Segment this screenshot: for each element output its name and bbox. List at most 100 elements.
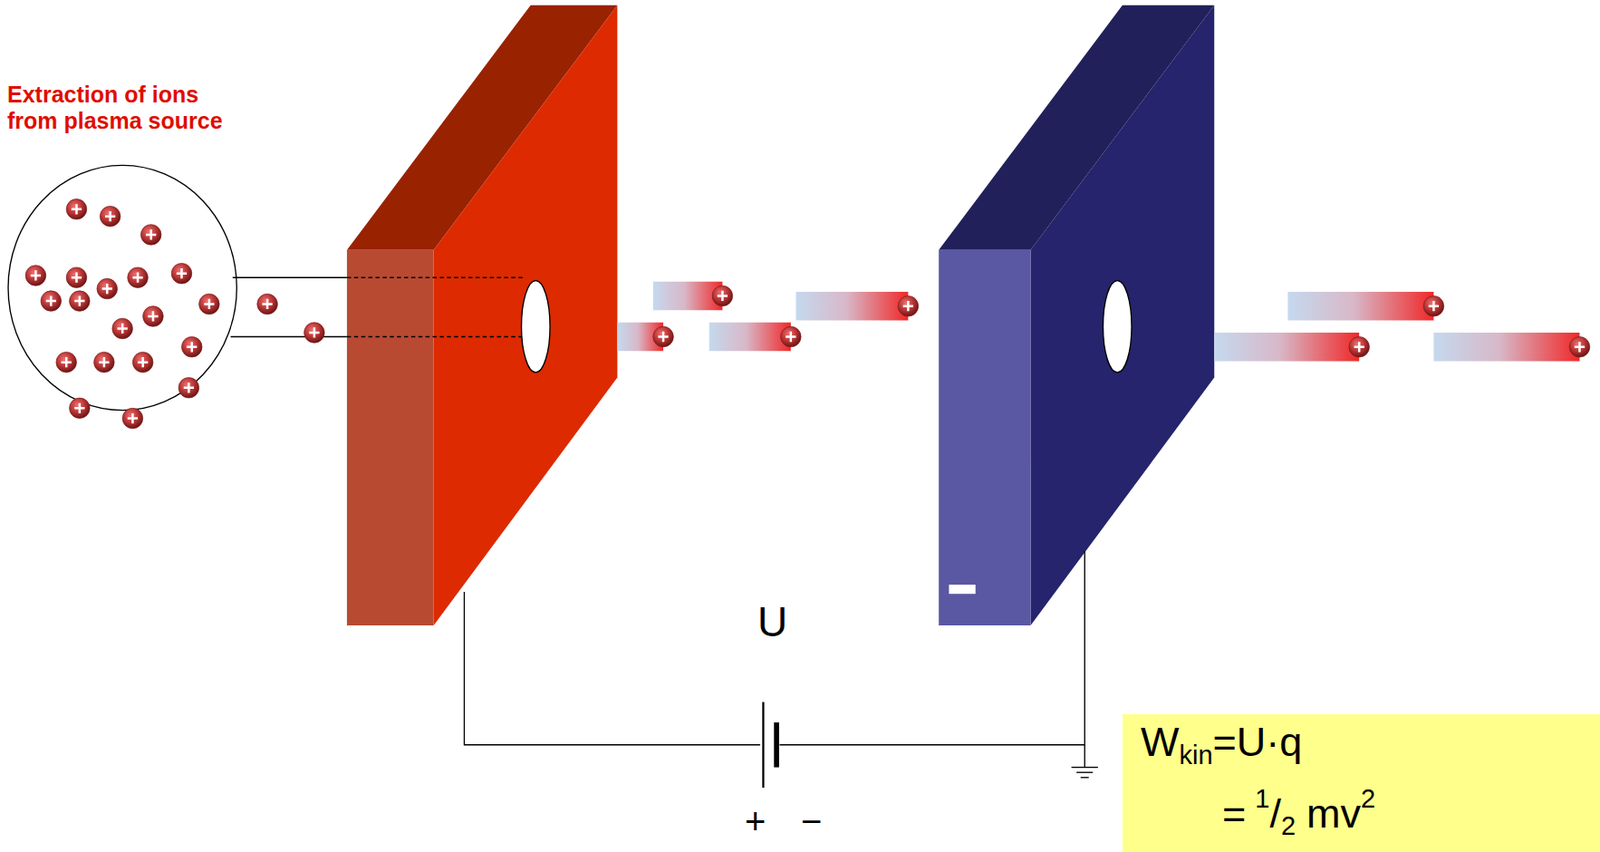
ion-charge-mark — [74, 403, 85, 414]
anode-plate-front — [433, 5, 618, 626]
ion-charge-mark — [1428, 300, 1439, 311]
ion-charge-mark — [261, 298, 272, 309]
ion-charge-mark — [71, 272, 82, 283]
formula-term: =U·q — [1213, 718, 1303, 765]
ion-sphere — [1569, 336, 1591, 357]
ion-charge-mark — [105, 211, 116, 222]
ion — [143, 306, 164, 328]
ion-charge-mark — [71, 203, 82, 214]
ion-trail — [1433, 332, 1580, 362]
battery-positive-plate — [761, 702, 764, 789]
ion — [653, 326, 675, 347]
ion — [712, 285, 733, 307]
formula-term: = — [1222, 790, 1246, 837]
hidden-channel-line — [346, 336, 524, 338]
polarity-sign: + — [744, 802, 766, 839]
ion-sphere — [94, 351, 116, 373]
battery-negative-plate — [773, 722, 780, 768]
ion — [112, 318, 134, 339]
ion — [66, 267, 87, 289]
voltage-symbol: U — [757, 597, 788, 646]
formula-index: 1 — [1254, 783, 1270, 813]
formula-index: 2 — [1281, 810, 1296, 840]
ion — [122, 407, 144, 429]
ion-trail — [709, 322, 791, 352]
ion-sphere — [66, 199, 87, 221]
cathode-plate-front — [1031, 5, 1215, 626]
ion-charge-mark — [127, 413, 138, 424]
cathode-plate-side — [938, 250, 1031, 626]
ion — [127, 267, 149, 289]
ion — [1423, 295, 1445, 317]
wire — [463, 591, 761, 745]
ion-sphere — [143, 306, 164, 328]
formula-index: 2 — [1360, 783, 1376, 813]
ion-trail — [1214, 332, 1360, 362]
ion — [897, 295, 919, 317]
ion-charge-mark — [176, 268, 187, 279]
ion — [171, 262, 193, 284]
ground-lead — [1084, 744, 1086, 768]
ion-trail — [1287, 291, 1434, 321]
ion-sphere — [40, 290, 62, 312]
ion-charge-mark — [74, 295, 85, 306]
ion-sphere — [66, 267, 87, 289]
ion-sphere — [132, 351, 154, 373]
ion — [181, 336, 203, 357]
ion-sphere — [171, 262, 193, 284]
ground-symbol — [1076, 771, 1093, 773]
ion-sphere — [199, 293, 221, 315]
ion — [66, 199, 87, 221]
formula-term: W — [1140, 718, 1179, 765]
ion — [56, 351, 78, 373]
ion-charge-mark — [785, 331, 796, 342]
plasma-source-caption: Extraction of ions from plasma source — [7, 81, 234, 135]
ion-charge-mark — [903, 300, 914, 311]
ion-charge-mark — [117, 323, 128, 334]
ion — [69, 397, 91, 419]
ion-sphere — [178, 377, 200, 399]
ion-sphere — [99, 205, 121, 227]
wire — [779, 550, 1085, 745]
ion-charge-mark — [132, 272, 143, 283]
ion — [94, 351, 116, 373]
ground-symbol — [1080, 776, 1090, 778]
ion-charge-mark — [137, 356, 148, 367]
ion-sphere — [1423, 295, 1445, 317]
ion — [199, 293, 221, 315]
ion-charge-mark — [1574, 341, 1585, 352]
ion-charge-mark — [145, 229, 156, 240]
ion-sphere — [257, 293, 279, 315]
ion-charge-mark — [717, 290, 728, 301]
ion-charge-mark — [186, 341, 197, 352]
ion-sphere — [112, 318, 134, 339]
ion-charge-mark — [30, 269, 41, 280]
ion — [96, 278, 118, 299]
ion — [1349, 336, 1370, 357]
ion — [132, 351, 154, 373]
ion — [257, 293, 279, 315]
ion — [178, 377, 200, 399]
cathode-aperture — [1103, 280, 1133, 373]
ion-sphere — [69, 397, 91, 419]
ion-charge-mark — [98, 356, 109, 367]
ion-sphere — [25, 265, 47, 287]
ion — [780, 326, 802, 347]
ion — [304, 322, 326, 344]
ion-sphere — [897, 295, 919, 317]
ion — [40, 290, 62, 312]
ion-sphere — [1349, 336, 1370, 357]
formula-line: =1/2mv2 — [1222, 782, 1376, 842]
ion — [69, 290, 91, 312]
ion-sphere — [712, 285, 733, 307]
ion-sphere — [96, 278, 118, 299]
ion-charge-mark — [147, 310, 158, 321]
negative-sign-mark — [948, 584, 975, 594]
extraction-channel-line — [231, 336, 347, 338]
anode-aperture — [521, 280, 551, 373]
ion-sphere — [304, 322, 326, 344]
ion-charge-mark — [46, 295, 57, 306]
ion — [1569, 336, 1591, 357]
formula-term: / — [1269, 790, 1282, 837]
